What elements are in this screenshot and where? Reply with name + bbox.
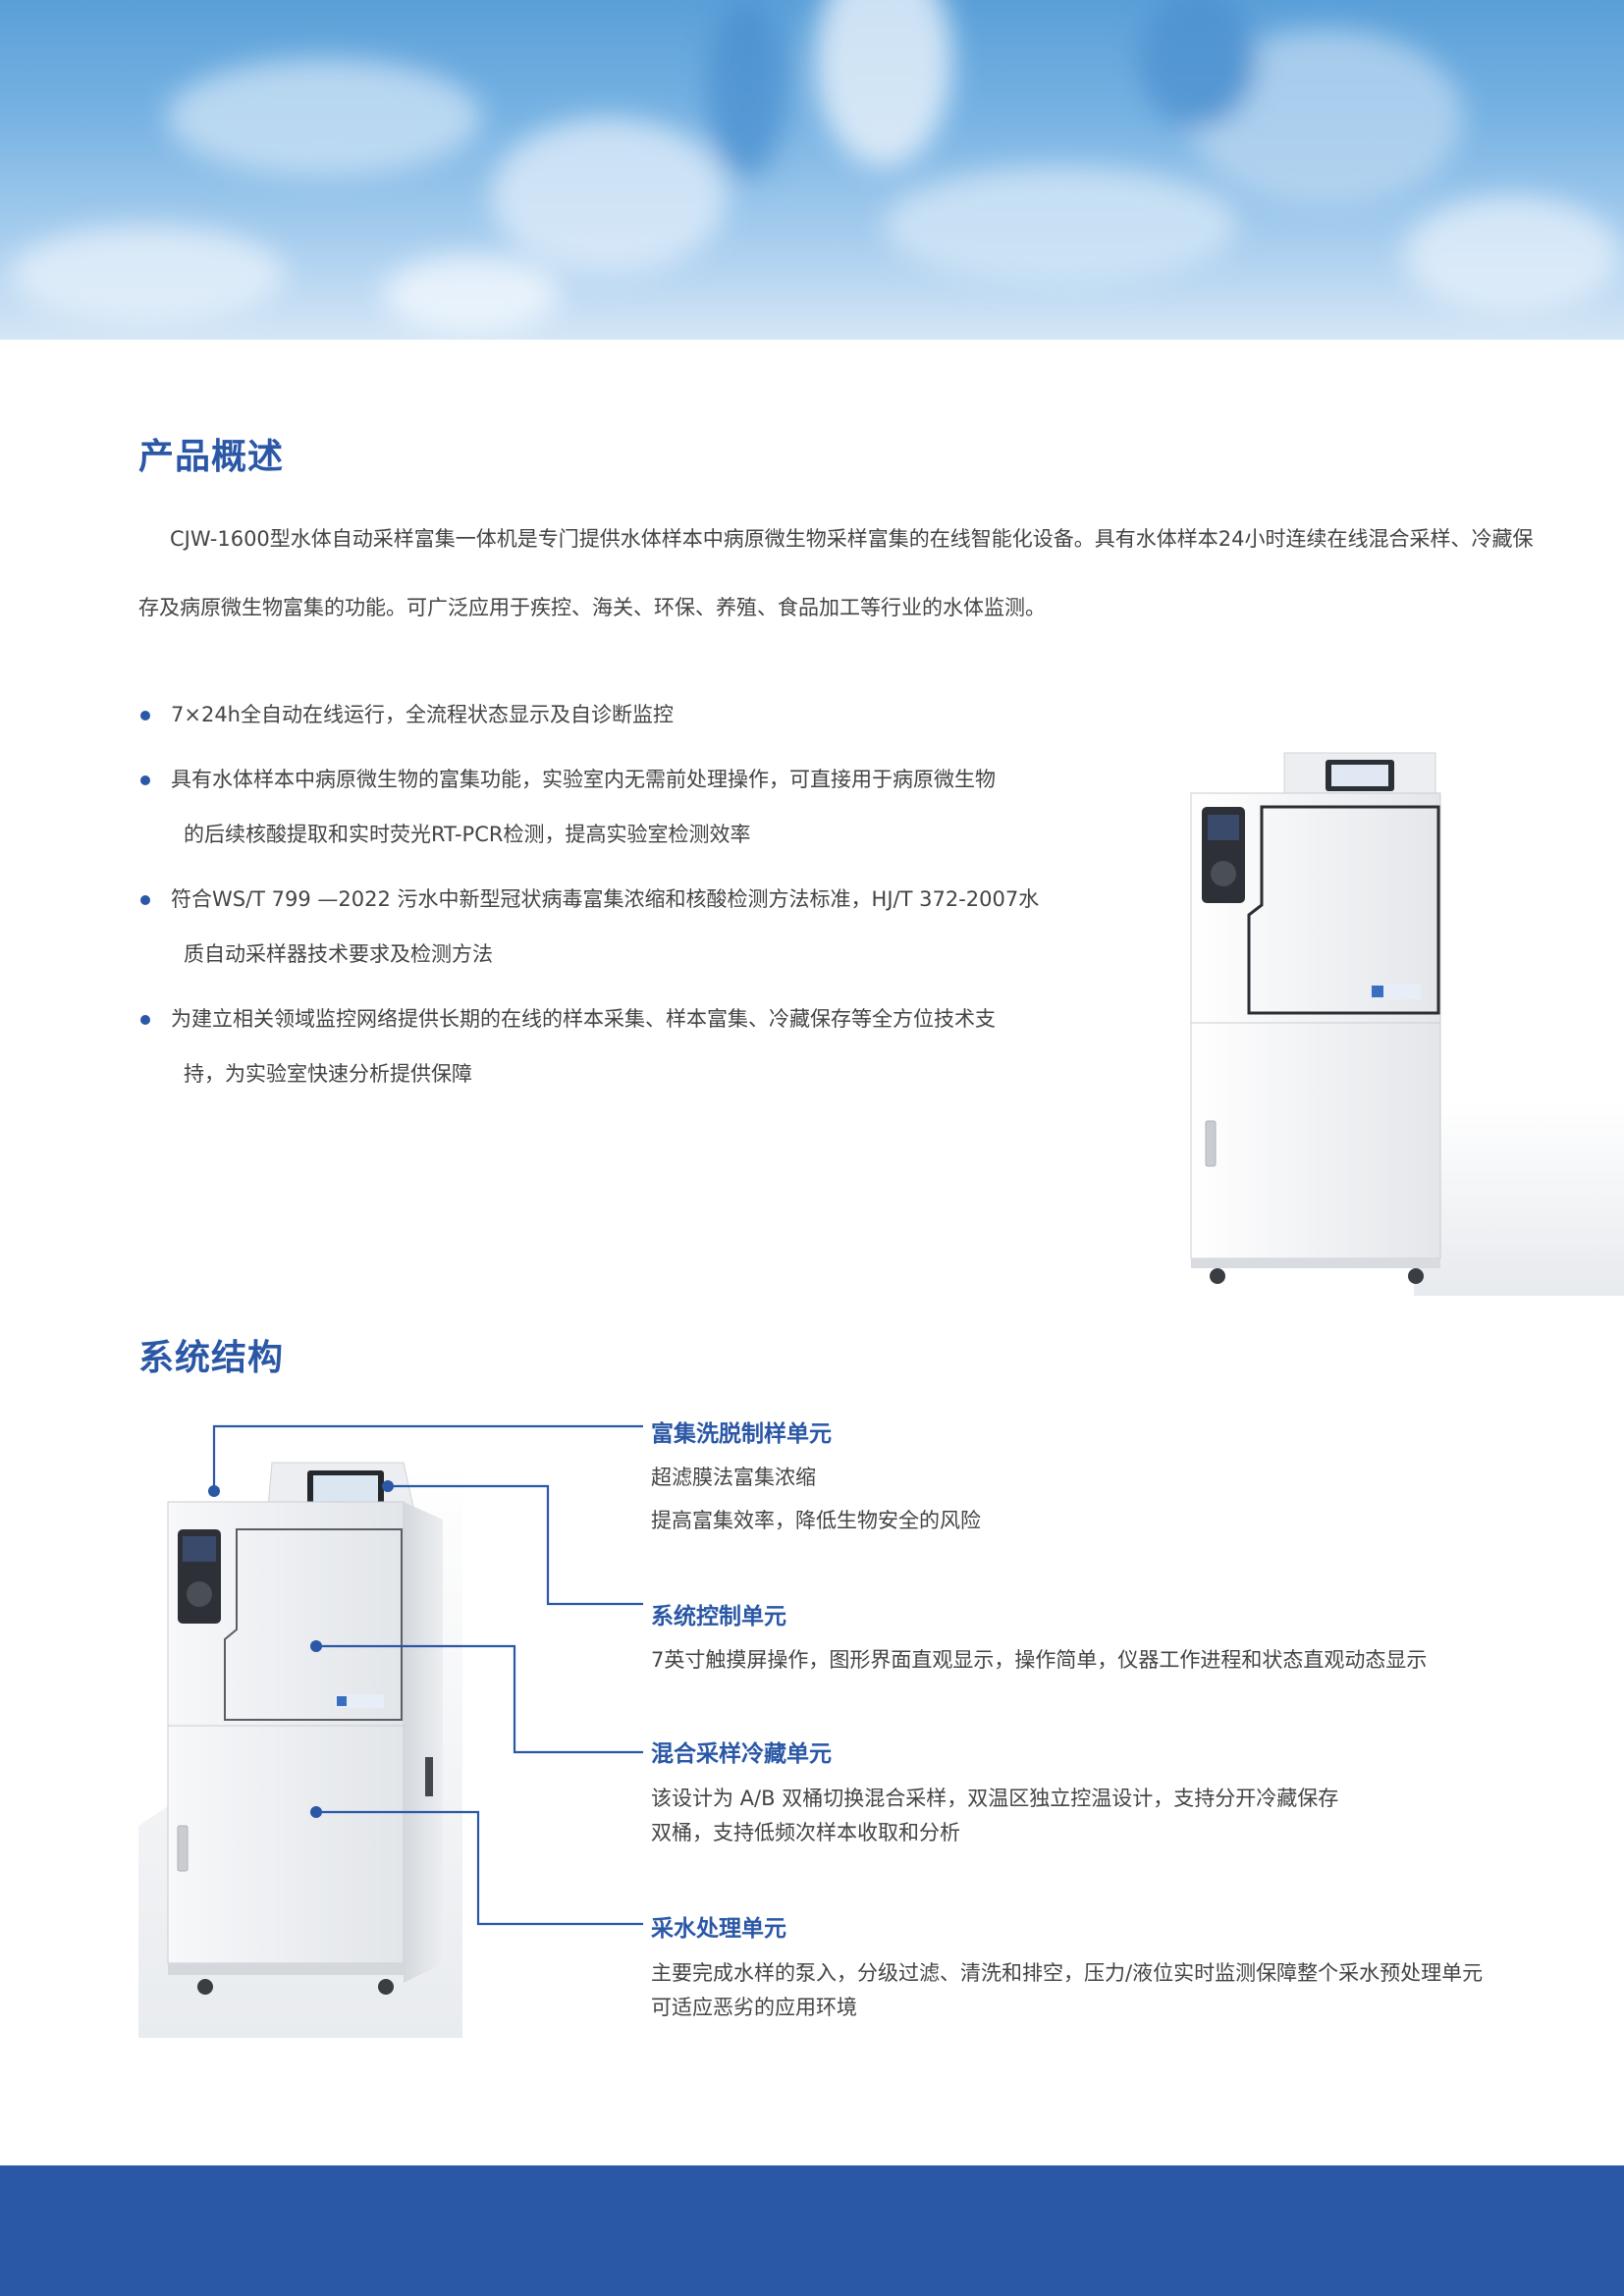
unit-water-treatment: 采水处理单元 主要完成水样的泵入，分级过滤、清洗和排空，压力/液位实时监测保障整… <box>651 1909 1483 2025</box>
bullet-icon <box>140 895 150 905</box>
unit-desc: 7英寸触摸屏操作，图形界面直观显示，操作简单，仪器工作进程和状态直观动态显示 <box>651 1648 1428 1672</box>
unit-enrichment: 富集洗脱制样单元 超滤膜法富集浓缩 提高富集效率，降低生物安全的风险 <box>651 1415 981 1542</box>
feature-item: 具有水体样本中病原微生物的富集功能，实验室内无需前处理操作，可直接用于病原微生物… <box>138 752 1061 862</box>
feature-line: 具有水体样本中病原微生物的富集功能，实验室内无需前处理操作，可直接用于病原微生物 <box>171 768 996 791</box>
bullet-icon <box>140 1015 150 1025</box>
overview-intro: CJW-1600型水体自动采样富集一体机是专门提供水体样本中病原微生物采样富集的… <box>138 527 1534 619</box>
water-texture <box>10 0 1620 334</box>
feature-list: 7×24h全自动在线运行，全流程状态显示及自诊断监控 具有水体样本中病原微生物的… <box>138 687 1061 1111</box>
unit-desc: 主要完成水样的泵入，分级过滤、清洗和排空，压力/液位实时监测保障整个采水预处理单… <box>651 1961 1484 1985</box>
bullet-icon <box>140 775 150 785</box>
feature-line: 7×24h全自动在线运行，全流程状态显示及自诊断监控 <box>171 703 674 726</box>
feature-line: 为建立相关领域监控网络提供长期的在线的样本采集、样本富集、冷藏保存等全方位技术支 <box>171 1007 996 1031</box>
unit-desc: 提高富集效率，降低生物安全的风险 <box>651 1509 981 1532</box>
unit-desc: 超滤膜法富集浓缩 <box>651 1466 816 1489</box>
unit-title: 系统控制单元 <box>651 1604 786 1629</box>
product-image-front <box>1188 748 1624 1296</box>
unit-desc: 双桶，支持低频次样本收取和分析 <box>651 1821 960 1844</box>
product-image-angled <box>138 1414 582 2038</box>
feature-item: 符合WS/T 799 —2022 污水中新型冠状病毒富集浓缩和核酸检测方法标准，… <box>138 872 1061 982</box>
unit-title: 富集洗脱制样单元 <box>651 1421 832 1447</box>
feature-item: 7×24h全自动在线运行，全流程状态显示及自诊断监控 <box>138 687 1061 742</box>
feature-item: 为建立相关领域监控网络提供长期的在线的样本采集、样本富集、冷藏保存等全方位技术支… <box>138 991 1061 1101</box>
feature-line: 符合WS/T 799 —2022 污水中新型冠状病毒富集浓缩和核酸检测方法标准，… <box>171 887 1040 911</box>
overview-title: 产品概述 <box>138 437 285 477</box>
feature-line-continued: 质自动采样器技术要求及检测方法 <box>184 942 493 966</box>
feature-line-continued: 的后续核酸提取和实时荧光RT-PCR检测，提高实验室检测效率 <box>184 823 751 846</box>
footer-band <box>0 2165 1624 2296</box>
unit-title: 混合采样冷藏单元 <box>651 1741 832 1767</box>
unit-refrigeration: 混合采样冷藏单元 该设计为 A/B 双桶切换混合采样，双温区独立控温设计，支持分… <box>651 1735 1338 1850</box>
hero-water-banner <box>0 0 1624 340</box>
bullet-icon <box>140 711 150 721</box>
unit-desc: 该设计为 A/B 双桶切换混合采样，双温区独立控温设计，支持分开冷藏保存 <box>651 1787 1339 1810</box>
unit-control: 系统控制单元 7英寸触摸屏操作，图形界面直观显示，操作简单，仪器工作进程和状态直… <box>651 1597 1427 1682</box>
structure-title: 系统结构 <box>138 1338 285 1378</box>
unit-title: 采水处理单元 <box>651 1916 786 1942</box>
feature-line-continued: 持，为实验室快速分析提供保障 <box>184 1062 472 1086</box>
unit-desc: 可适应恶劣的应用环境 <box>651 1996 857 2019</box>
